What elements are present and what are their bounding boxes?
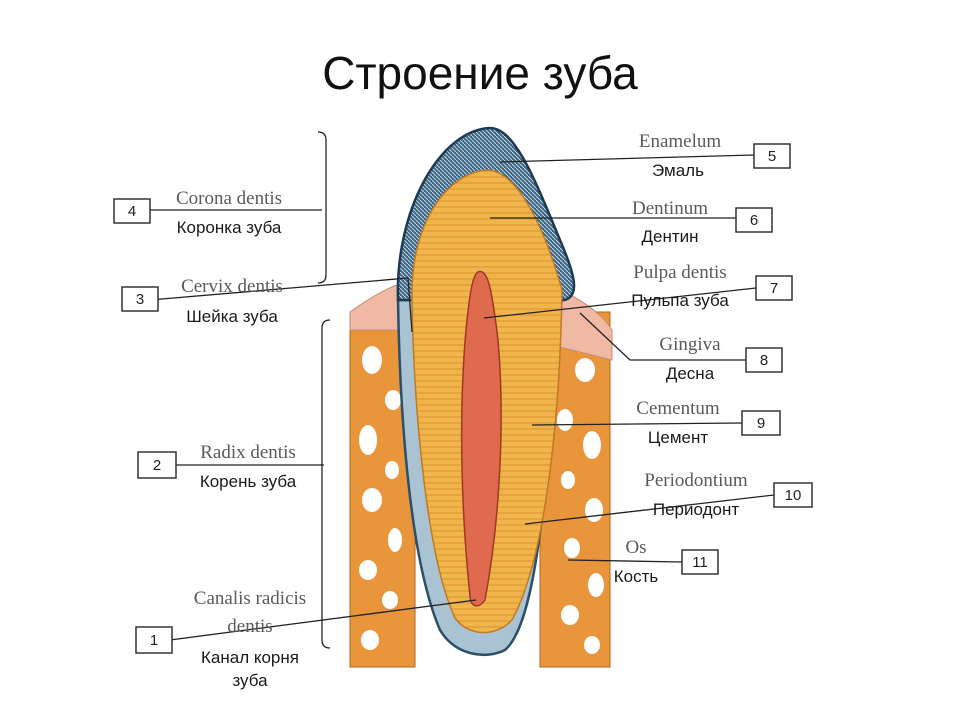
svg-text:Dentinum: Dentinum: [632, 198, 708, 219]
svg-text:Пульпа зуба: Пульпа зуба: [631, 291, 729, 310]
svg-text:Канал корня: Канал корня: [201, 648, 299, 667]
svg-text:зуба: зуба: [232, 671, 268, 690]
label-root-canal: Canalis radicis dentis Канал корня зуба …: [135, 588, 306, 690]
label-root: Radix dentis Корень зуба 2: [137, 442, 297, 491]
svg-text:Canalis radicis: Canalis radicis: [194, 588, 306, 609]
svg-text:3: 3: [136, 291, 144, 308]
svg-text:Периодонт: Периодонт: [653, 500, 739, 519]
svg-text:6: 6: [750, 212, 758, 229]
svg-text:Radix dentis: Radix dentis: [200, 442, 296, 463]
svg-text:dentis: dentis: [227, 616, 272, 637]
svg-text:2: 2: [153, 457, 161, 474]
pulp: [460, 270, 502, 607]
label-cervix: Cervix dentis Шейка зуба 3: [121, 276, 283, 326]
svg-text:9: 9: [757, 415, 765, 432]
label-periodontium: Periodontium Периодонт 10: [644, 470, 813, 519]
svg-text:Десна: Десна: [666, 364, 715, 383]
svg-text:Кость: Кость: [614, 567, 659, 586]
svg-text:Дентин: Дентин: [641, 227, 698, 246]
svg-text:Cervix dentis: Cervix dentis: [181, 276, 283, 297]
label-cementum: Cementum Цемент 9: [636, 398, 781, 447]
svg-text:Cementum: Cementum: [636, 398, 720, 419]
label-pulp: Pulpa dentis Пульпа зуба 7: [631, 262, 793, 310]
svg-text:8: 8: [760, 352, 768, 369]
svg-text:Os: Os: [625, 537, 646, 558]
svg-text:Цемент: Цемент: [648, 428, 709, 447]
svg-text:Gingiva: Gingiva: [659, 334, 721, 355]
svg-text:Эмаль: Эмаль: [652, 161, 704, 180]
svg-text:Корень зуба: Корень зуба: [200, 472, 297, 491]
svg-text:Enamelum: Enamelum: [639, 131, 722, 152]
svg-text:Коронка зуба: Коронка зуба: [177, 218, 282, 237]
label-crown: Corona dentis Коронка зуба 4: [113, 188, 282, 237]
label-gingiva: Gingiva Десна 8: [659, 334, 783, 383]
slide-title: Строение зуба: [322, 47, 638, 99]
svg-text:4: 4: [128, 203, 136, 220]
leader-lines: [149, 131, 775, 649]
svg-text:11: 11: [692, 554, 708, 571]
svg-text:Pulpa dentis: Pulpa dentis: [633, 262, 726, 283]
svg-text:10: 10: [785, 487, 802, 504]
label-bone: Os Кость 11: [614, 537, 719, 586]
svg-text:Corona dentis: Corona dentis: [176, 188, 282, 209]
label-enamel: Enamelum Эмаль 5: [639, 131, 791, 180]
svg-text:Periodontium: Periodontium: [644, 470, 748, 491]
label-dentin: Dentinum Дентин 6: [632, 198, 773, 246]
svg-text:7: 7: [770, 280, 778, 297]
svg-text:5: 5: [768, 148, 776, 165]
svg-text:1: 1: [150, 632, 158, 649]
svg-text:Шейка зуба: Шейка зуба: [186, 307, 278, 326]
bone-right: [539, 311, 611, 668]
